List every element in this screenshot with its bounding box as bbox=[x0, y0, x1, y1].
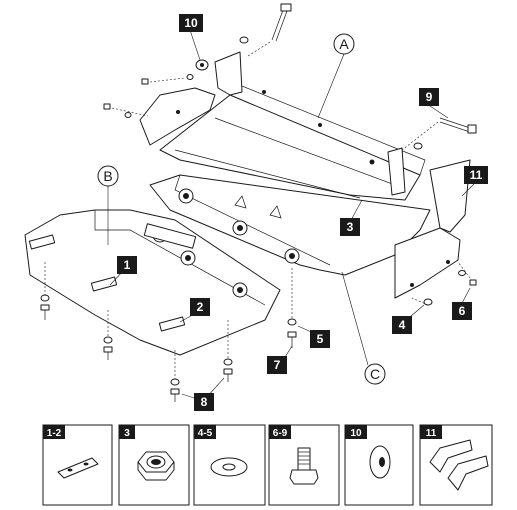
part-c-skid-plate bbox=[149, 174, 431, 276]
svg-text:C: C bbox=[370, 366, 380, 382]
parts-legend: 1-2 3 4-5 bbox=[42, 424, 493, 506]
washer-icon bbox=[210, 457, 248, 477]
callout-11: 11 bbox=[464, 166, 488, 184]
svg-text:2: 2 bbox=[197, 300, 204, 314]
callout-9: 9 bbox=[419, 88, 439, 106]
legend-cell-6-9: 6-9 bbox=[268, 424, 340, 506]
svg-text:3: 3 bbox=[347, 220, 354, 234]
callout-7: 7 bbox=[267, 356, 287, 374]
large-washer-icon bbox=[369, 445, 391, 479]
svg-text:10: 10 bbox=[350, 428, 362, 439]
legend-cell-4-5: 4-5 bbox=[193, 424, 266, 506]
svg-text:7: 7 bbox=[274, 358, 281, 372]
callout-5: 5 bbox=[310, 330, 330, 348]
left-side-bracket bbox=[139, 87, 216, 146]
letter-callout-a: A bbox=[333, 33, 355, 55]
svg-text:6-9: 6-9 bbox=[273, 428, 288, 439]
side-bracket-icon bbox=[429, 439, 489, 491]
leader-lines bbox=[107, 29, 477, 399]
legend-cell-10: 10 bbox=[344, 424, 414, 506]
legend-cell-11: 11 bbox=[419, 424, 493, 506]
svg-text:10: 10 bbox=[184, 16, 198, 30]
svg-text:3: 3 bbox=[124, 428, 130, 439]
svg-text:B: B bbox=[103, 168, 112, 184]
legend-cell-3: 3 bbox=[118, 424, 190, 506]
part-11-side-bracket bbox=[394, 159, 471, 299]
svg-text:5: 5 bbox=[317, 332, 324, 346]
callout-8: 8 bbox=[194, 393, 214, 411]
fasteners bbox=[40, 3, 477, 402]
part-b-skid-plate bbox=[24, 209, 281, 356]
callout-4: 4 bbox=[392, 316, 412, 334]
callout-10: 10 bbox=[179, 14, 203, 32]
svg-text:4: 4 bbox=[399, 318, 406, 332]
svg-text:6: 6 bbox=[459, 304, 466, 318]
callout-3: 3 bbox=[340, 218, 360, 236]
callout-2: 2 bbox=[190, 298, 210, 316]
svg-text:4-5: 4-5 bbox=[198, 428, 213, 439]
svg-text:1-2: 1-2 bbox=[47, 428, 62, 439]
svg-text:11: 11 bbox=[470, 168, 483, 182]
svg-text:A: A bbox=[339, 36, 349, 52]
legend-cell-1-2: 1-2 bbox=[42, 424, 113, 506]
callout-1: 1 bbox=[117, 256, 137, 274]
svg-text:1: 1 bbox=[124, 258, 131, 272]
bolt-icon bbox=[289, 447, 319, 485]
letter-callout-c: C bbox=[364, 363, 386, 385]
svg-text:9: 9 bbox=[426, 90, 433, 104]
bracket-plate-icon bbox=[57, 457, 99, 479]
callout-6: 6 bbox=[452, 302, 472, 320]
letter-callout-b: B bbox=[97, 165, 119, 187]
svg-text:8: 8 bbox=[201, 395, 208, 409]
part-a-cross-member bbox=[159, 51, 426, 201]
hex-nut-icon bbox=[137, 451, 175, 481]
svg-text:11: 11 bbox=[426, 428, 437, 439]
